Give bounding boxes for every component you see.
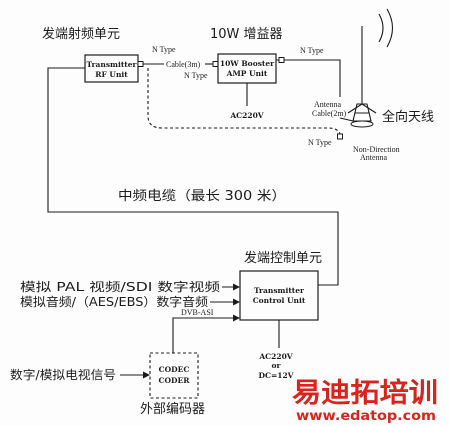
- antenna-caption: 全向天线: [382, 109, 434, 125]
- booster-name-line2: AMP Unit: [226, 69, 268, 78]
- video-input-label: 模拟 PAL 视频/SDI 数字视频: [20, 279, 220, 294]
- audio-input-label: 模拟音频/（AES/EBS）数字音频: [20, 294, 208, 309]
- rf-output-connector-label: N Type: [152, 45, 176, 54]
- antenna-cable-label-line1: Antenna: [314, 100, 342, 109]
- antenna-base-icon: [352, 103, 372, 122]
- booster-caption: 10W 增益器: [210, 27, 283, 42]
- booster-output-connector: [278, 57, 285, 63]
- booster-power-label: AC220V: [229, 111, 263, 120]
- antenna-name-line1: Non-Direction: [353, 145, 400, 154]
- control-power-line1: AC220V: [258, 352, 292, 361]
- rf-output-connector: [137, 61, 144, 67]
- antenna-foot-icon: [350, 120, 374, 128]
- booster-input-connector: [212, 61, 219, 67]
- dvb-asi-line: [172, 314, 240, 353]
- control-power-line2: or: [272, 361, 282, 370]
- rf-to-booster-cable-label: Cable(3m): [166, 60, 201, 69]
- if-cable-label: 中频电缆（最长 300 米）: [118, 188, 286, 204]
- control-unit-name-line1: Transmitter: [254, 286, 305, 295]
- booster-output-connector-label: N Type: [300, 46, 324, 55]
- antenna-name-line2: Antenna: [360, 153, 388, 162]
- booster-input-connector-label: N Type: [184, 71, 208, 80]
- watermark-url: www.edatop.com: [296, 409, 436, 424]
- radio-wave-outer-icon: [386, 8, 394, 48]
- antenna-radials-icon: [347, 103, 377, 114]
- dashed-cable: [147, 68, 341, 135]
- encoder-name-line1: CODEC: [159, 365, 190, 374]
- control-unit-caption: 发端控制单元: [244, 250, 322, 266]
- control-unit-name-line2: Control Unit: [253, 296, 306, 305]
- encoder-name-line2: CODER: [159, 376, 191, 385]
- booster-name-line1: 10W Booster: [220, 59, 275, 68]
- watermark-text: 易迪拓培训: [292, 378, 438, 409]
- encoder-caption: 外部编码器: [140, 402, 205, 417]
- radio-wave-inner-icon: [378, 13, 384, 43]
- antenna-cable-label-line2: Cable(2m): [312, 109, 347, 118]
- control-power-line3: DC=12V: [258, 371, 293, 380]
- rf-unit-name-line2: RF Unit: [95, 70, 128, 79]
- antenna-input-connector: [337, 133, 343, 140]
- tv-signal-label: 数字/模拟电视信号: [10, 367, 116, 382]
- encoder-box: [149, 352, 199, 399]
- rf-unit-caption: 发端射频单元: [42, 26, 120, 42]
- antenna-input-connector-label: N Type: [308, 138, 332, 147]
- antenna-cable-lower: [339, 117, 354, 122]
- antenna-cable-upper: [276, 59, 341, 97]
- dvb-asi-label: DVB-ASI: [181, 308, 214, 317]
- if-cable: [47, 67, 339, 286]
- rf-unit-name-line1: Transmitter: [87, 60, 138, 69]
